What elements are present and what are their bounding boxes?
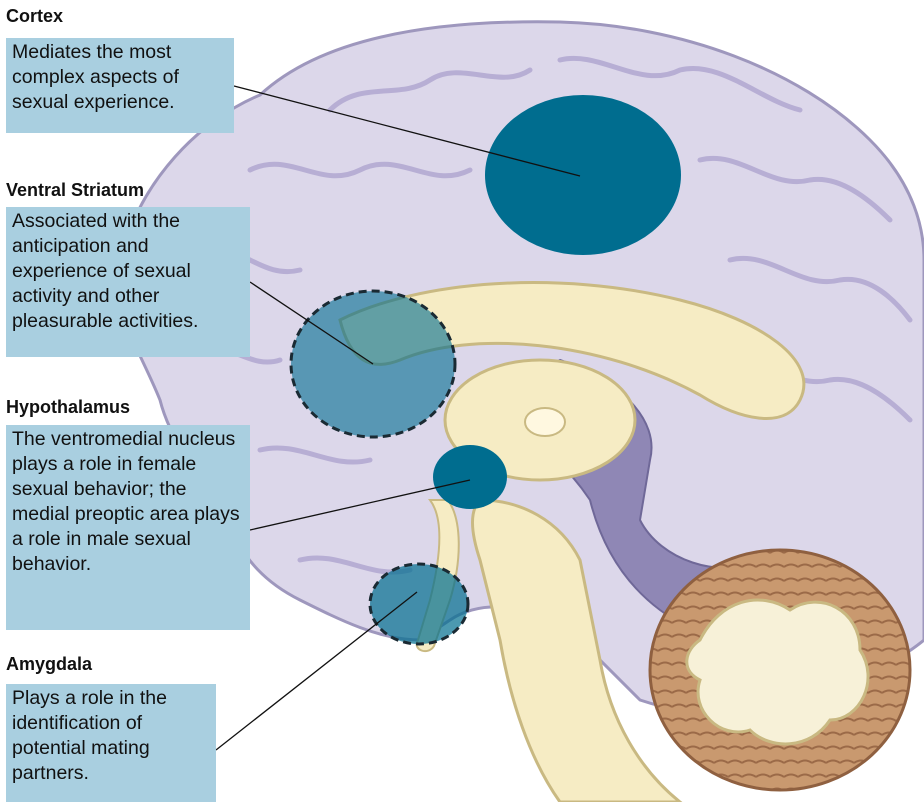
amygdala-heading: Amygdala [6, 654, 92, 675]
thalamus-nucleus-shape [525, 408, 565, 436]
ventral-striatum-heading: Ventral Striatum [6, 180, 144, 201]
hypothalamus-heading: Hypothalamus [6, 397, 130, 418]
amygdala-region-marker [370, 564, 468, 644]
hypothalamus-region-marker [433, 445, 507, 509]
cortex-heading: Cortex [6, 6, 63, 27]
hypothalamus-description-box: The ventromedial nucleus plays a role in… [6, 425, 250, 630]
cortex-description-box: Mediates the most complex aspects of sex… [6, 38, 234, 133]
cortex-region-marker [485, 95, 681, 255]
amygdala-description-box: Plays a role in the identification of po… [6, 684, 216, 802]
ventral-striatum-description-box: Associated with the anticipation and exp… [6, 207, 250, 357]
